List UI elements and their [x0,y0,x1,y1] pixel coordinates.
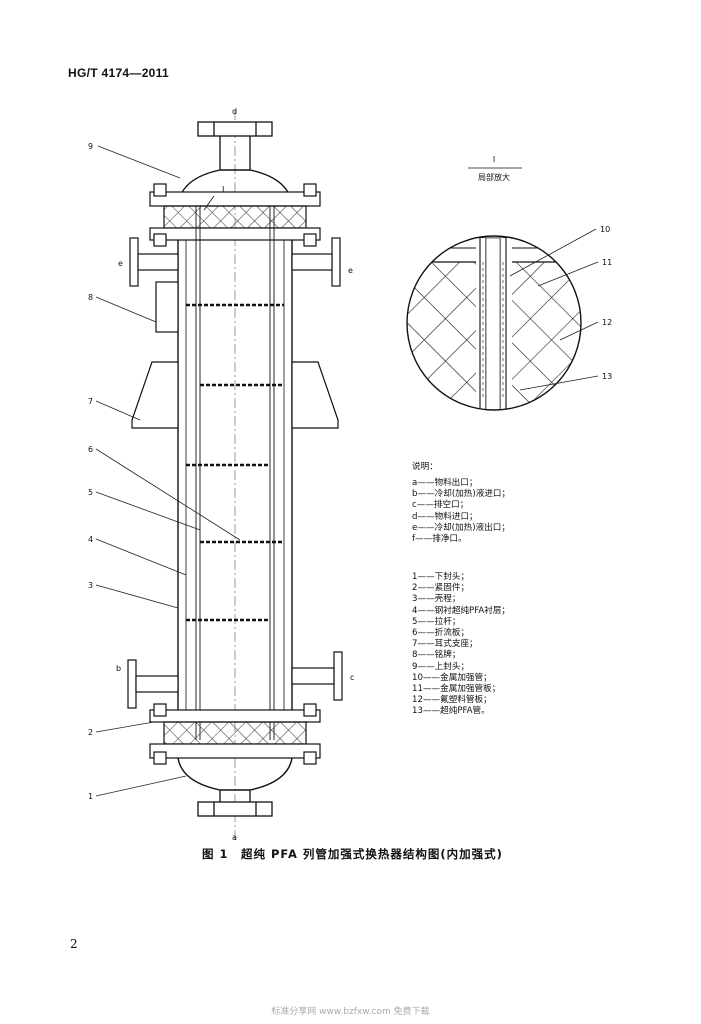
legend-title: 说明： [412,462,438,472]
nozzle-label-left-lower: b [116,664,121,673]
part-callouts [95,145,241,797]
callout-7: 7 [88,397,93,406]
section-leader [203,195,215,211]
callout-12: 12 [602,318,612,327]
detail-subtitle: 局部放大 [478,172,510,182]
top-head [177,169,293,205]
bottom-head [177,757,293,791]
callout-10: 10 [600,225,610,234]
legend: 说明： [412,462,438,473]
legend-row: 13——超纯PFA管。 [412,706,490,717]
legend-row: 12——氟塑料管板； [412,695,492,706]
legend-row: d——物料进口； [412,511,478,522]
legend-row: 2——紧固件； [412,583,470,594]
callout-1: 1 [88,792,93,801]
callout-4: 4 [88,535,93,544]
nameplate [155,281,179,333]
legend-row: b——冷却(加热)液进口； [412,489,511,500]
legend-row: e——冷却(加热)液出口； [412,522,510,533]
tube-bundle [195,206,275,740]
callout-6: 6 [88,445,93,454]
callout-5: 5 [88,488,93,497]
standard-number: HG/T 4174—2011 [68,66,169,80]
shell [177,240,293,710]
baffles [186,303,284,622]
legend-row: 5——拉杆； [412,616,461,627]
legend-row: 11——金属加强管板； [412,684,501,695]
side-nozzles [127,237,343,709]
legend-row: 9——上封头； [412,661,470,672]
legend-parts: 1——下封头； 2——紧固件； 3——壳程； 4——钢衬超纯PFA衬层； 5——… [412,572,510,718]
callout-3: 3 [88,581,93,590]
legend-row: 4——钢衬超纯PFA衬层； [412,605,511,616]
top-flange [149,183,321,247]
nozzle-label-top: d [232,107,237,116]
top-nozzle [197,121,273,170]
nozzle-label-right-upper: e [348,266,353,275]
detail-callouts [509,228,599,391]
detail-view [407,237,581,410]
legend-row: 1——下封头； [412,572,470,582]
figure-caption: 图 1 超纯 PFA 列管加强式换热器结构图(内加强式) [202,847,503,861]
callout-8: 8 [88,293,93,302]
legend-row: 7——耳式支座； [412,639,478,650]
section-marker: I [222,185,224,194]
nozzle-label-right-lower: c [350,673,354,682]
detail-title: I [493,155,495,164]
footer-watermark: 标准分享网 www.bzfxw.com 免费下载 [271,1007,430,1017]
ear-supports [131,361,339,429]
callout-9: 9 [88,142,93,151]
bottom-flange [149,703,321,765]
legend-row: 6——折流板； [412,628,470,639]
detail-circle [406,235,582,411]
legend-row: 3——壳程； [412,594,461,605]
callout-13: 13 [602,372,612,381]
nozzle-label-bottom: a [232,833,237,842]
legend-row: 8——铭牌； [412,650,461,661]
callout-2: 2 [88,728,93,737]
legend-row: 10——金属加强管； [412,672,492,683]
page-number: 2 [70,937,78,951]
legend-row: a——物料出口； [412,478,478,488]
bottom-nozzle [197,790,273,817]
legend-row: c——排空口； [412,500,469,511]
legend-nozzles: a——物料出口； b——冷却(加热)液进口； c——排空口； d——物料进口； … [412,478,510,545]
nozzle-label-left-upper: e [118,259,123,268]
legend-row: f——排净口。 [412,534,467,545]
callout-11: 11 [602,258,612,267]
